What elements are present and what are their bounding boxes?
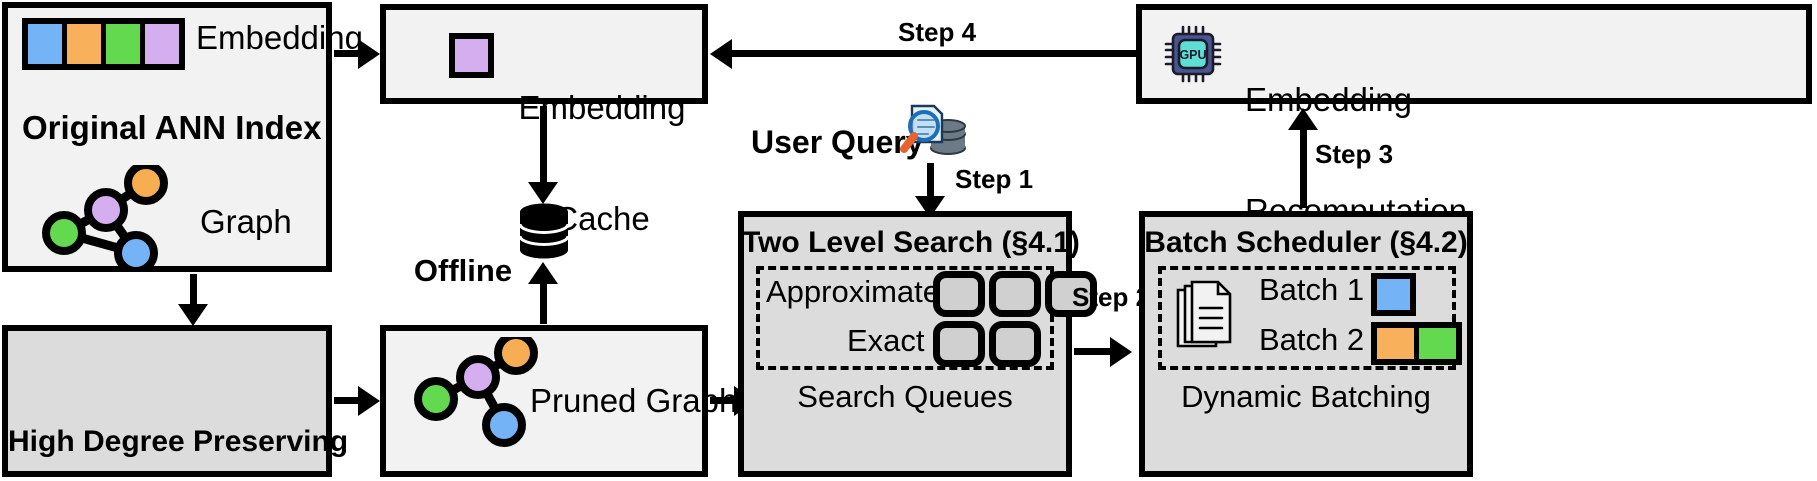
arrow-pruning-to-pruned-head	[358, 386, 380, 416]
step1-line	[927, 163, 934, 199]
original-graph-figure	[42, 165, 168, 270]
approximate-queue-cell	[1045, 271, 1097, 317]
step3-line	[1300, 128, 1307, 208]
original-ann-index-title: Original ANN Index	[22, 109, 322, 146]
pruned-to-storage-arrow-head	[528, 262, 558, 284]
user-query-label: User Query	[751, 124, 924, 160]
step1-label: Step 1	[955, 164, 1034, 194]
graph-pruning-title: High Degree Preserving Graph Pruning (§5…	[8, 358, 349, 481]
search-document-icon	[900, 104, 966, 155]
step4-line	[732, 50, 1136, 57]
offline-storage-label-line1: Offline	[413, 253, 513, 289]
batch-2-swatch-strip	[1371, 322, 1462, 365]
arrow-index-to-cache-line	[334, 50, 360, 57]
step4-arrow-head	[710, 39, 732, 69]
documents-icon	[1176, 280, 1232, 348]
search-queues-dashed-region	[756, 266, 1054, 370]
batch-2-swatch-orange	[1377, 328, 1419, 359]
batch-2-swatch-green	[1419, 328, 1456, 359]
cache-to-storage-line	[540, 106, 547, 184]
graph-pruning-panel	[2, 325, 332, 477]
exact-label: Exact	[847, 323, 925, 358]
embedding-cache-title-line1: Embedding	[518, 88, 686, 126]
recomputation-server-title-line1: Embedding	[1245, 80, 1412, 118]
dynamic-batching-dashed-region	[1158, 266, 1456, 370]
graph-pruning-title-line1: High Degree Preserving	[8, 425, 349, 459]
cache-to-storage-arrow-head	[528, 182, 558, 204]
arrow-pruned-to-search-line	[710, 397, 736, 404]
embedding-cache-swatch	[449, 33, 494, 78]
graph-label: Graph	[200, 203, 292, 240]
step3-arrow-head	[1288, 108, 1318, 130]
embedding-swatch-blue	[28, 24, 67, 64]
database-icon	[518, 203, 570, 259]
index-to-pruning-line	[190, 274, 197, 306]
two-level-search-title: Two Level Search (§4.1)	[742, 226, 1080, 259]
batch-1-swatch-blue	[1371, 273, 1416, 316]
index-to-pruning-arrow-head	[178, 304, 208, 326]
exact-queue-row	[933, 321, 1041, 367]
approximate-queue-cell	[933, 271, 985, 317]
gpu-chip-icon: GPU	[1164, 25, 1222, 83]
approximate-queue-row	[933, 271, 1097, 317]
pruned-graph-figure	[414, 337, 538, 447]
embedding-label: Embedding	[196, 19, 363, 56]
arrow-pruning-to-pruned-line	[334, 397, 360, 404]
step2-arrow-head	[1110, 337, 1132, 367]
approximate-queue-cell	[989, 271, 1041, 317]
embedding-cache-title-line2: Cache	[554, 199, 650, 237]
dynamic-batching-footer: Dynamic Batching	[1181, 379, 1431, 414]
pruned-graph-label: Pruned Graph	[530, 382, 738, 419]
embedding-swatch-strip	[22, 18, 185, 70]
embedding-swatch-orange	[67, 24, 106, 64]
embedding-swatch-purple	[145, 24, 179, 64]
batch-2-label: Batch 2	[1259, 322, 1365, 357]
step3-label: Step 3	[1315, 139, 1394, 169]
arrow-index-to-cache-head	[358, 39, 380, 69]
step2-line	[1074, 348, 1112, 355]
search-queues-footer: Search Queues	[797, 379, 1013, 414]
batch-1-label: Batch 1	[1259, 272, 1365, 307]
exact-queue-cell	[933, 321, 985, 367]
batch-scheduler-title: Batch Scheduler (§4.2)	[1144, 226, 1468, 259]
embedding-cache-panel	[380, 4, 708, 104]
svg-text:GPU: GPU	[1179, 48, 1206, 62]
embedding-swatch-green	[106, 24, 145, 64]
two-level-search-panel	[738, 211, 1072, 477]
exact-queue-cell	[989, 321, 1041, 367]
pruned-to-storage-line	[540, 282, 547, 324]
step4-label: Step 4	[898, 17, 977, 47]
recomputation-server-panel	[1136, 4, 1812, 104]
approximate-label: Approximate	[766, 274, 941, 309]
